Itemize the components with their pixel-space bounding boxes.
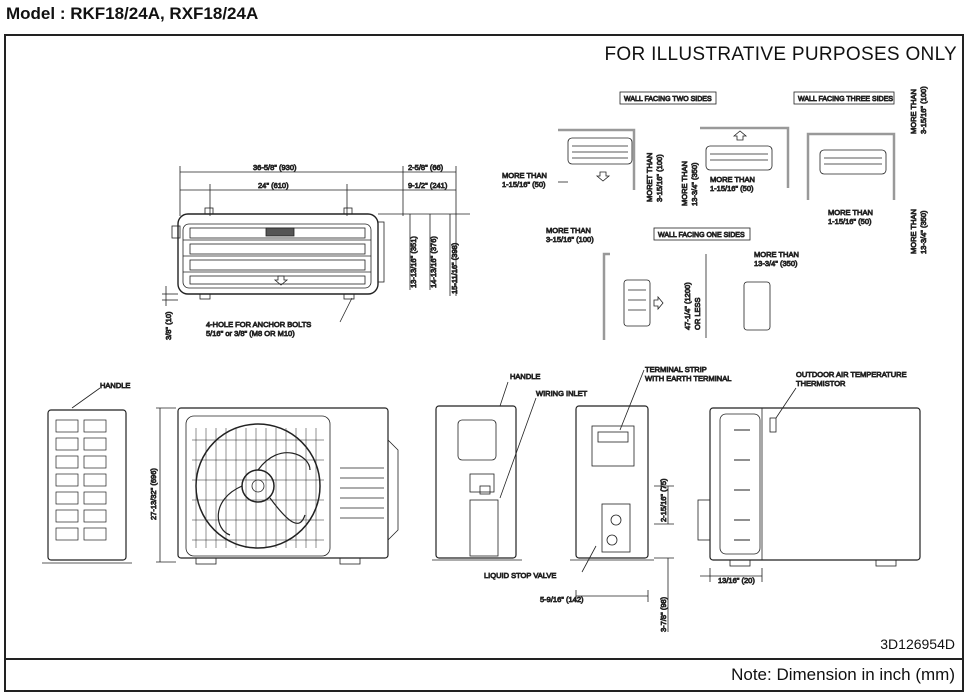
dim-depth-1: 13-13/16" (351) bbox=[409, 236, 418, 288]
dim-depth-3: 15-11/16" (398) bbox=[450, 242, 459, 294]
one-side-more-than-2: MORE THAN bbox=[754, 250, 799, 259]
wiring-inlet-label: WIRING INLET bbox=[536, 389, 588, 398]
middle-value-2: 1-15/16" (50) bbox=[710, 184, 754, 193]
dim-foot-height: 3/8" (10) bbox=[164, 311, 173, 340]
one-side-or-less-value: 47-1/4" (1200) bbox=[683, 282, 692, 330]
three-sides-value-1: 3-15/16" (100) bbox=[919, 86, 928, 134]
anchor-bolts-line1: 4-HOLE FOR ANCHOR BOLTS bbox=[206, 320, 311, 329]
two-sides-title: WALL FACING TWO SIDES bbox=[624, 96, 712, 103]
model-title: Model : RKF18/24A, RXF18/24A bbox=[6, 4, 259, 23]
three-sides-value-3: 13-3/4" (350) bbox=[919, 210, 928, 254]
terminal-strip-label-2: WITH EARTH TERMINAL bbox=[645, 374, 731, 383]
outdoor-temp-label-1: OUTDOOR AIR TEMPERATURE bbox=[796, 370, 907, 379]
middle-more-than: MORE THAN bbox=[680, 161, 689, 206]
middle-more-than-2: MORE THAN bbox=[710, 175, 755, 184]
dim-side-2: 5-9/16" (142) bbox=[540, 595, 584, 604]
liquid-valve-label: LIQUID STOP VALVE bbox=[484, 571, 556, 580]
handle-label-1: HANDLE bbox=[100, 381, 130, 390]
dim-right-offset-1: 2-5/8" (66) bbox=[408, 163, 444, 172]
outdoor-temp-label-2: THERMISTOR bbox=[796, 379, 846, 388]
three-sides-title: WALL FACING THREE SIDES bbox=[798, 96, 893, 103]
three-sides-more-than-1: MORE THAN bbox=[909, 89, 918, 134]
one-side-value-1: 3-15/16" (100) bbox=[546, 235, 594, 244]
rear-view: OUTDOOR AIR TEMPERATURE THERMISTOR 13/16… bbox=[697, 370, 921, 585]
dim-depth-2: 14-13/16" (376) bbox=[429, 236, 438, 288]
drawing-frame bbox=[4, 34, 964, 692]
dim-side-3: 3-7/8" (98) bbox=[659, 596, 668, 632]
dim-width-total: 36-5/8" (930) bbox=[253, 163, 297, 172]
illustrative-notice: FOR ILLUSTRATIVE PURPOSES ONLY bbox=[604, 44, 957, 65]
anchor-bolts-line2: 5/16" or 3/8" (M8 OR M10) bbox=[206, 329, 295, 338]
height-dimension: 27-13/32" (696) bbox=[149, 407, 176, 563]
document-number: 3D126954D bbox=[880, 636, 955, 652]
dim-right-offset-2: 9-1/2" (241) bbox=[408, 181, 448, 190]
one-side-more-than-1: MORE THAN bbox=[546, 226, 591, 235]
two-sides-moret-than: MORET THAN bbox=[645, 153, 654, 202]
one-side-or-less: OR LESS bbox=[693, 297, 702, 330]
handle-label-2: HANDLE bbox=[510, 372, 540, 381]
footer-note: Note: Dimension in inch (mm) bbox=[731, 665, 955, 684]
installation-three-sides: WALL FACING THREE SIDES MORE THAN 3-15/1… bbox=[793, 85, 928, 254]
installation-one-side: WALL FACING ONE SIDES MORE THAN 3-15/16"… bbox=[546, 226, 799, 340]
footer-divider bbox=[4, 658, 964, 660]
front-view bbox=[177, 407, 399, 565]
dim-width-anchor: 24" (610) bbox=[258, 181, 289, 190]
one-side-value-2: 13-3/4" (350) bbox=[754, 259, 798, 268]
two-sides-value-2: 3-15/16" (100) bbox=[655, 154, 664, 202]
installation-two-sides: WALL FACING TWO SIDES MORE THAN 1-15/16"… bbox=[502, 91, 717, 202]
three-sides-more-than-2: MORE THAN bbox=[828, 208, 873, 217]
dim-side-4: 13/16" (20) bbox=[718, 576, 755, 585]
installation-middle: MORE THAN 13-3/4" (350) MORE THAN 1-15/1… bbox=[680, 126, 790, 206]
side-view-left: HANDLE bbox=[42, 381, 132, 564]
handle-view: HANDLE WIRING INLET bbox=[432, 372, 588, 561]
one-side-title: WALL FACING ONE SIDES bbox=[658, 232, 745, 239]
dim-side-1: 2-15/16" (75) bbox=[659, 478, 668, 522]
terminal-view: TERMINAL STRIP WITH EARTH TERMINAL LIQUI… bbox=[484, 365, 732, 633]
three-sides-more-than-3: MORE THAN bbox=[909, 209, 918, 254]
middle-value-1: 13-3/4" (350) bbox=[690, 162, 699, 206]
top-view: 36-5/8" (930) 24" (610) 2-5/8" (66) 9-1/… bbox=[162, 163, 470, 340]
dim-height: 27-13/32" (696) bbox=[149, 468, 158, 520]
terminal-strip-label-1: TERMINAL STRIP bbox=[645, 365, 707, 374]
two-sides-more-than-1: MORE THAN bbox=[502, 171, 547, 180]
three-sides-value-2: 1-15/16" (50) bbox=[828, 217, 872, 226]
two-sides-value-1: 1-15/16" (50) bbox=[502, 180, 546, 189]
